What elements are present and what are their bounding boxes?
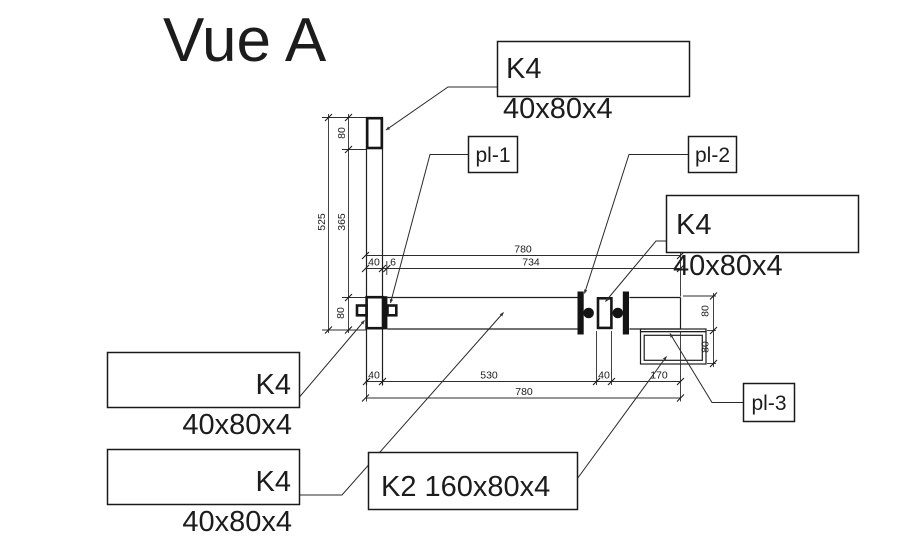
label-box-k4-right [665, 194, 860, 254]
dim-40-top: 40 [368, 257, 380, 269]
label-k4-right-line1: K4 [676, 209, 711, 241]
dim-780-bottom: 780 [515, 386, 533, 398]
label-k4-left2-line1: K4 [256, 466, 291, 498]
frame-geometry [355, 116, 707, 386]
left-tab-plate [355, 304, 368, 317]
dim-80-left-top: 80 [336, 127, 348, 139]
dim-525: 525 [316, 213, 328, 231]
label-boxes: K4 40x80x4 pl-1 pl-2 K4 40x80x4 K4 40x80… [106, 40, 860, 538]
post-top-tube-section [365, 116, 384, 150]
label-box-pl2 [687, 135, 738, 174]
leader-k4-top [385, 86, 498, 131]
right-tab-plate [386, 304, 398, 317]
flange-plate-left [577, 291, 584, 335]
ticks-525 [324, 113, 333, 334]
label-pl2: pl-2 [695, 144, 730, 167]
dim-80-right-top: 80 [700, 305, 712, 317]
dim-40-bottom-left: 40 [368, 370, 380, 382]
dim-734: 734 [522, 257, 540, 269]
leader-k4-left2 [299, 312, 504, 496]
lower-tube-outer [639, 331, 707, 365]
ticks-365-80 [344, 113, 353, 334]
label-box-k4-top [496, 40, 691, 98]
drawing-title: Vue A [163, 6, 327, 75]
leader-k4-right [605, 240, 667, 302]
flange-plate-right [622, 291, 629, 335]
dim-365: 365 [336, 213, 348, 231]
label-box-k2 [367, 451, 579, 511]
label-k2: K2 160x80x4 [381, 471, 550, 503]
bolt-right [612, 307, 624, 319]
label-k4-left2-line2: 40x80x4 [182, 506, 292, 538]
label-box-k4-left1 [106, 351, 301, 409]
leader-pl1 [389, 154, 469, 304]
label-box-pl3 [742, 382, 796, 423]
dimension-lines: 780 40 6 734 40 530 40 170 780 525 80 36… [316, 113, 718, 402]
label-k4-right-line2: 40x80x4 [673, 250, 783, 282]
label-box-pl1 [467, 135, 519, 174]
label-k4-left1-line1: K4 [256, 369, 291, 401]
bolt-left [583, 307, 594, 319]
label-pl1: pl-1 [475, 144, 510, 167]
ticks-right [709, 292, 718, 368]
pl1-end-plate [383, 296, 388, 330]
label-k4-top-line2: 40x80x4 [503, 93, 613, 125]
dim-80-left-beam: 80 [335, 307, 347, 319]
dim-40-bottom-right: 40 [598, 370, 610, 382]
label-box-k4-left2 [106, 448, 301, 506]
leader-pl2 [584, 154, 689, 294]
dim-80-right-bottom: 80 [700, 341, 712, 353]
leader-k2 [577, 356, 667, 479]
post-stub-tube-section [596, 296, 613, 330]
ticks-bottom-chain [362, 377, 685, 386]
leader-k4-left1 [299, 320, 365, 398]
label-k4-top-line1: K4 [506, 53, 541, 85]
leader-pl3 [669, 333, 744, 403]
label-k4-left1-line2: 40x80x4 [182, 409, 292, 441]
leader-lines [299, 86, 744, 496]
label-pl3: pl-3 [751, 392, 786, 415]
ticks-780-bottom [361, 394, 685, 402]
dim-780-top: 780 [514, 244, 532, 256]
ticks-734 [361, 264, 685, 273]
dim-6-top: 6 [390, 257, 396, 269]
post-beam-crossing-section [365, 295, 385, 330]
dim-530: 530 [480, 370, 498, 382]
